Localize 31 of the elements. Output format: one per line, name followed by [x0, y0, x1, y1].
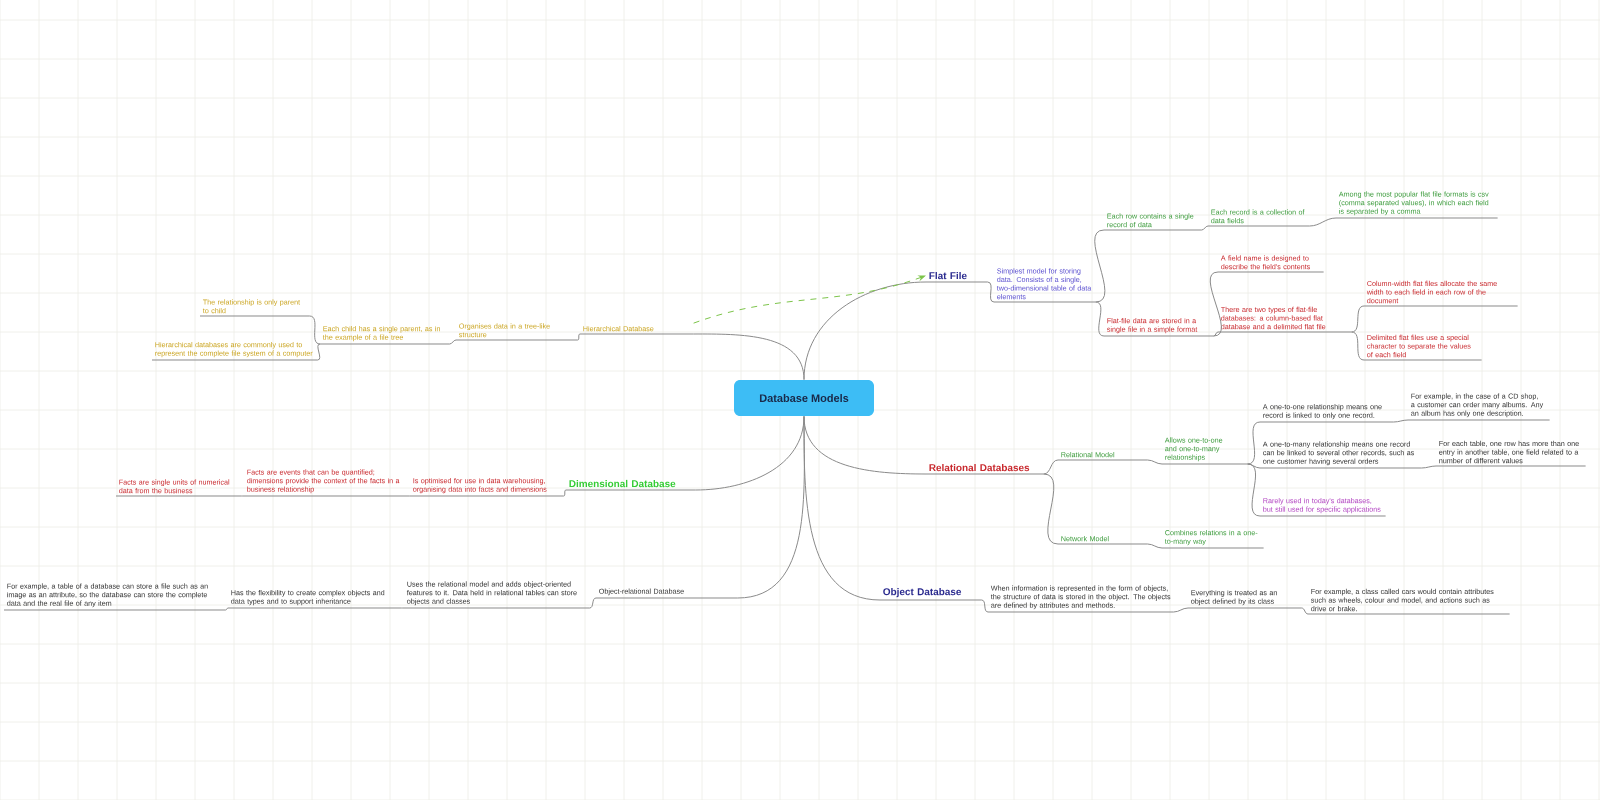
connector-line [1309, 217, 1337, 227]
connector-line [1393, 419, 1409, 423]
connector-line [1095, 301, 1105, 337]
connector-line [1147, 543, 1163, 549]
connector-line [987, 281, 995, 303]
connector-line [803, 281, 927, 381]
connector-line [309, 315, 321, 345]
connector-line [1094, 229, 1106, 303]
dashed-arrow [693, 275, 926, 324]
connector-line [1043, 473, 1059, 545]
connector-line [1213, 331, 1219, 337]
connector-line [577, 333, 581, 341]
connector-line [1351, 305, 1365, 333]
connector-line [317, 343, 321, 361]
connector-line [1247, 421, 1261, 465]
connector-line [981, 599, 989, 613]
connector-line [1173, 607, 1189, 613]
connector-line [1247, 463, 1261, 517]
connector-line [1201, 225, 1209, 231]
connector-line [1043, 459, 1059, 475]
connector-line [1301, 607, 1309, 615]
connector-line [1147, 459, 1163, 465]
connector-line [449, 339, 457, 345]
connector-line [563, 489, 567, 497]
connector-line [1351, 331, 1365, 361]
connector-line [693, 333, 805, 381]
connector-line [1421, 465, 1437, 469]
connector-line [1247, 463, 1261, 469]
connector-line [589, 597, 597, 609]
connector-line [737, 415, 805, 599]
connector-line [1209, 271, 1222, 337]
